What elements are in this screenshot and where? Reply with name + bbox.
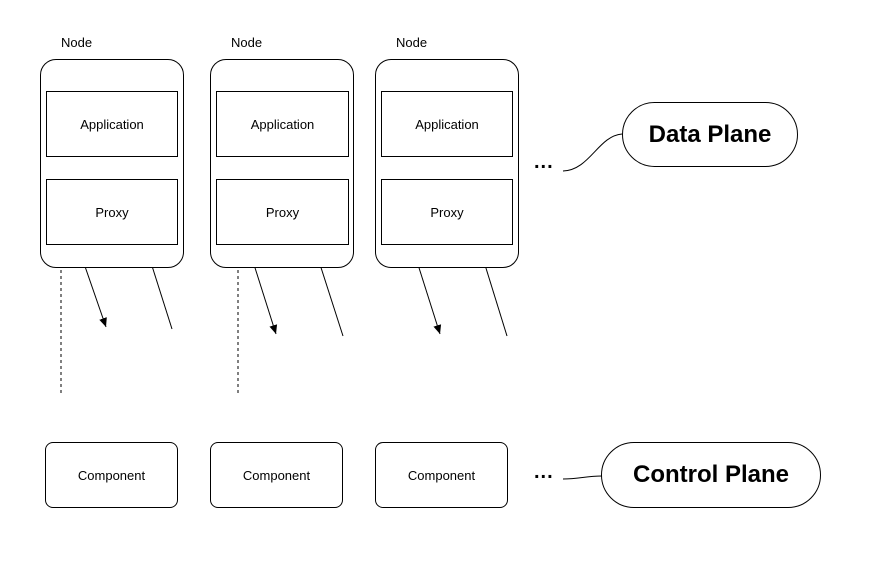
- application-label: Application: [80, 116, 144, 132]
- node-title: Node: [61, 35, 93, 50]
- node-title: Node: [231, 35, 263, 50]
- component-box: Component: [375, 442, 508, 508]
- data-plane-text: Data Plane: [648, 120, 772, 148]
- data-plane-connector: [562, 133, 623, 172]
- control-plane-label: Control Plane: [601, 442, 821, 508]
- application-box: Application: [46, 91, 178, 157]
- more-components-ellipsis: ...: [534, 461, 554, 483]
- component-box: Component: [210, 442, 343, 508]
- component-label: Component: [242, 467, 311, 483]
- component-box: Component: [45, 442, 178, 508]
- application-box: Application: [381, 91, 513, 157]
- application-box: Application: [216, 91, 349, 157]
- application-label: Application: [250, 116, 315, 132]
- control-plane-connector: [562, 475, 603, 480]
- proxy-box: Proxy: [381, 179, 513, 245]
- proxy-label: Proxy: [430, 204, 464, 220]
- control-plane-text: Control Plane: [632, 461, 789, 488]
- proxy-label: Proxy: [265, 204, 300, 220]
- proxy-label: Proxy: [95, 204, 129, 220]
- component-label: Component: [77, 467, 146, 483]
- proxy-box: Proxy: [46, 179, 178, 245]
- application-label: Application: [415, 116, 479, 132]
- data-plane-label: Data Plane: [622, 102, 798, 167]
- more-nodes-ellipsis: ...: [534, 151, 554, 173]
- proxy-box: Proxy: [216, 179, 349, 245]
- node-title: Node: [396, 35, 428, 50]
- component-label: Component: [407, 467, 476, 483]
